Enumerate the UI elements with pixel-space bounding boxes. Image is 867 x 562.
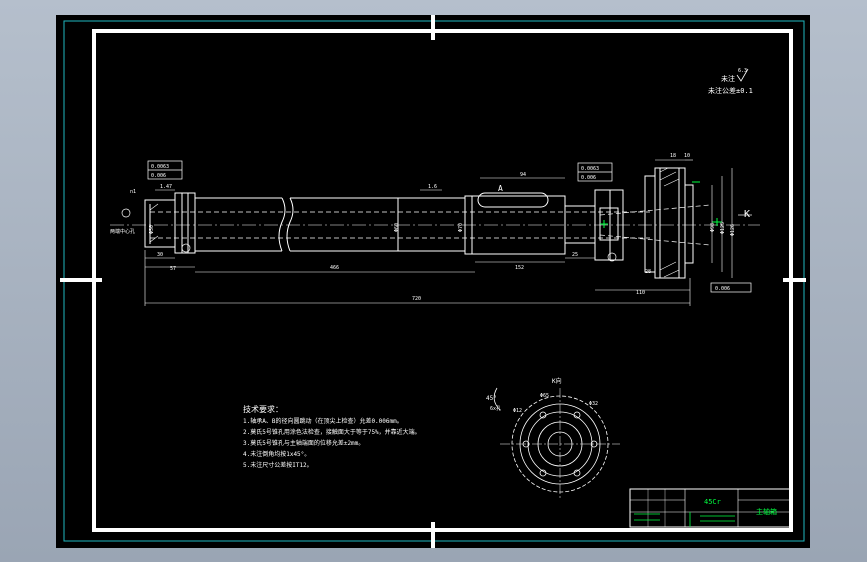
dim-top-mid: 1.6 (428, 184, 437, 190)
dimension-texts: 720 466 152 30 57 25 110 28 94 1.47 1.6 … (130, 153, 736, 302)
section-label: A (498, 184, 503, 193)
bore-hidden-lines (150, 204, 711, 246)
dim-dia4: Φ98 (710, 223, 716, 232)
tech-item-4: 4.未注倒角均按1x45°。 (243, 450, 310, 458)
dim-flange-w: 25 (572, 252, 578, 258)
k-dim-4: Φ32 (589, 401, 598, 407)
dim-top-r2: 10 (684, 153, 690, 159)
sheet-background (56, 15, 810, 548)
flange-hatching (149, 167, 680, 278)
k-dim-1: 6x孔 (490, 405, 501, 412)
dim-left1: 30 (157, 252, 163, 258)
dim-dia6: Φ126 (730, 224, 736, 236)
centering-marks (60, 15, 806, 548)
k-view: K向 45° 6x孔 Φ12 Φ65 Φ32 (486, 377, 620, 500)
dim-dia1: Φ50 (149, 225, 155, 234)
dim-dia3: Φ70 (458, 223, 464, 232)
tol-right-2: 0.006 (581, 175, 596, 181)
title-block: 45Cr 主轴箱 (629, 488, 791, 528)
tol-left-1: 0.0063 (151, 164, 169, 170)
title-name: 主轴箱 (756, 507, 777, 516)
dim-dia5: Φ125 (720, 222, 726, 234)
left-note: 两端中心孔 (110, 228, 135, 235)
dim-dia2: Φ60 (394, 223, 400, 232)
tech-title: 技术要求： (243, 404, 283, 414)
shaft-body (144, 167, 694, 279)
general-note: 未注 6.3 未注公差±0.1 (708, 68, 753, 95)
tol-right-1: 0.0063 (581, 166, 599, 172)
dim-keyway: 94 (520, 172, 526, 178)
dimension-lines (144, 159, 733, 306)
dim-small2: 28 (645, 269, 651, 275)
k-angle: 45° (486, 395, 497, 402)
k-dim-2: Φ12 (513, 408, 522, 414)
tech-item-2: 2.莫氏5号锥孔用涂色法检查，接触面大于等于75%，并靠近大端。 (243, 428, 421, 436)
tech-item-5: 5.未注尺寸公差按IT12。 (243, 461, 313, 469)
dim-total: 720 (412, 296, 421, 302)
tolerance-frame-right: 0.0063 0.006 (577, 162, 613, 182)
dim-top-r1: 18 (670, 153, 676, 159)
tol-bottom: 0.006 (715, 286, 730, 292)
mark-n1: n1 (130, 189, 136, 195)
green-marks (600, 181, 722, 228)
title-material: 45Cr (704, 498, 721, 506)
general-note-symbol: 6.3 (738, 68, 747, 74)
k-dim-3: Φ65 (540, 393, 549, 399)
view-label-k: K (744, 209, 750, 220)
dim-top-left: 1.47 (160, 184, 172, 190)
tech-item-1: 1.轴承A、B的径向圆跳动（在顶尖上检查）允差0.006mm。 (243, 417, 403, 425)
dim-shaft: 466 (330, 265, 339, 271)
tol-left-2: 0.006 (151, 173, 166, 179)
roughness-symbol (736, 68, 749, 82)
general-note-label: 未注 (721, 74, 735, 83)
tech-item-3: 3.莫氏5号锥孔与主轴端面的位移允差±2mm。 (243, 439, 364, 447)
tolerance-frame-bottom: 0.006 (710, 282, 752, 293)
dim-left2: 57 (170, 266, 176, 272)
tech-requirements: 技术要求： 1.轴承A、B的径向圆跳动（在顶尖上检查）允差0.006mm。 2.… (243, 404, 421, 469)
dim-small1: 110 (636, 290, 645, 296)
tolerance-note: 未注公差±0.1 (708, 86, 753, 95)
tolerance-frame-left: 0.0063 0.006 (147, 160, 183, 180)
k-view-title: K向 (552, 377, 562, 385)
dim-right-seg: 152 (515, 265, 524, 271)
datum-markers (121, 208, 617, 262)
